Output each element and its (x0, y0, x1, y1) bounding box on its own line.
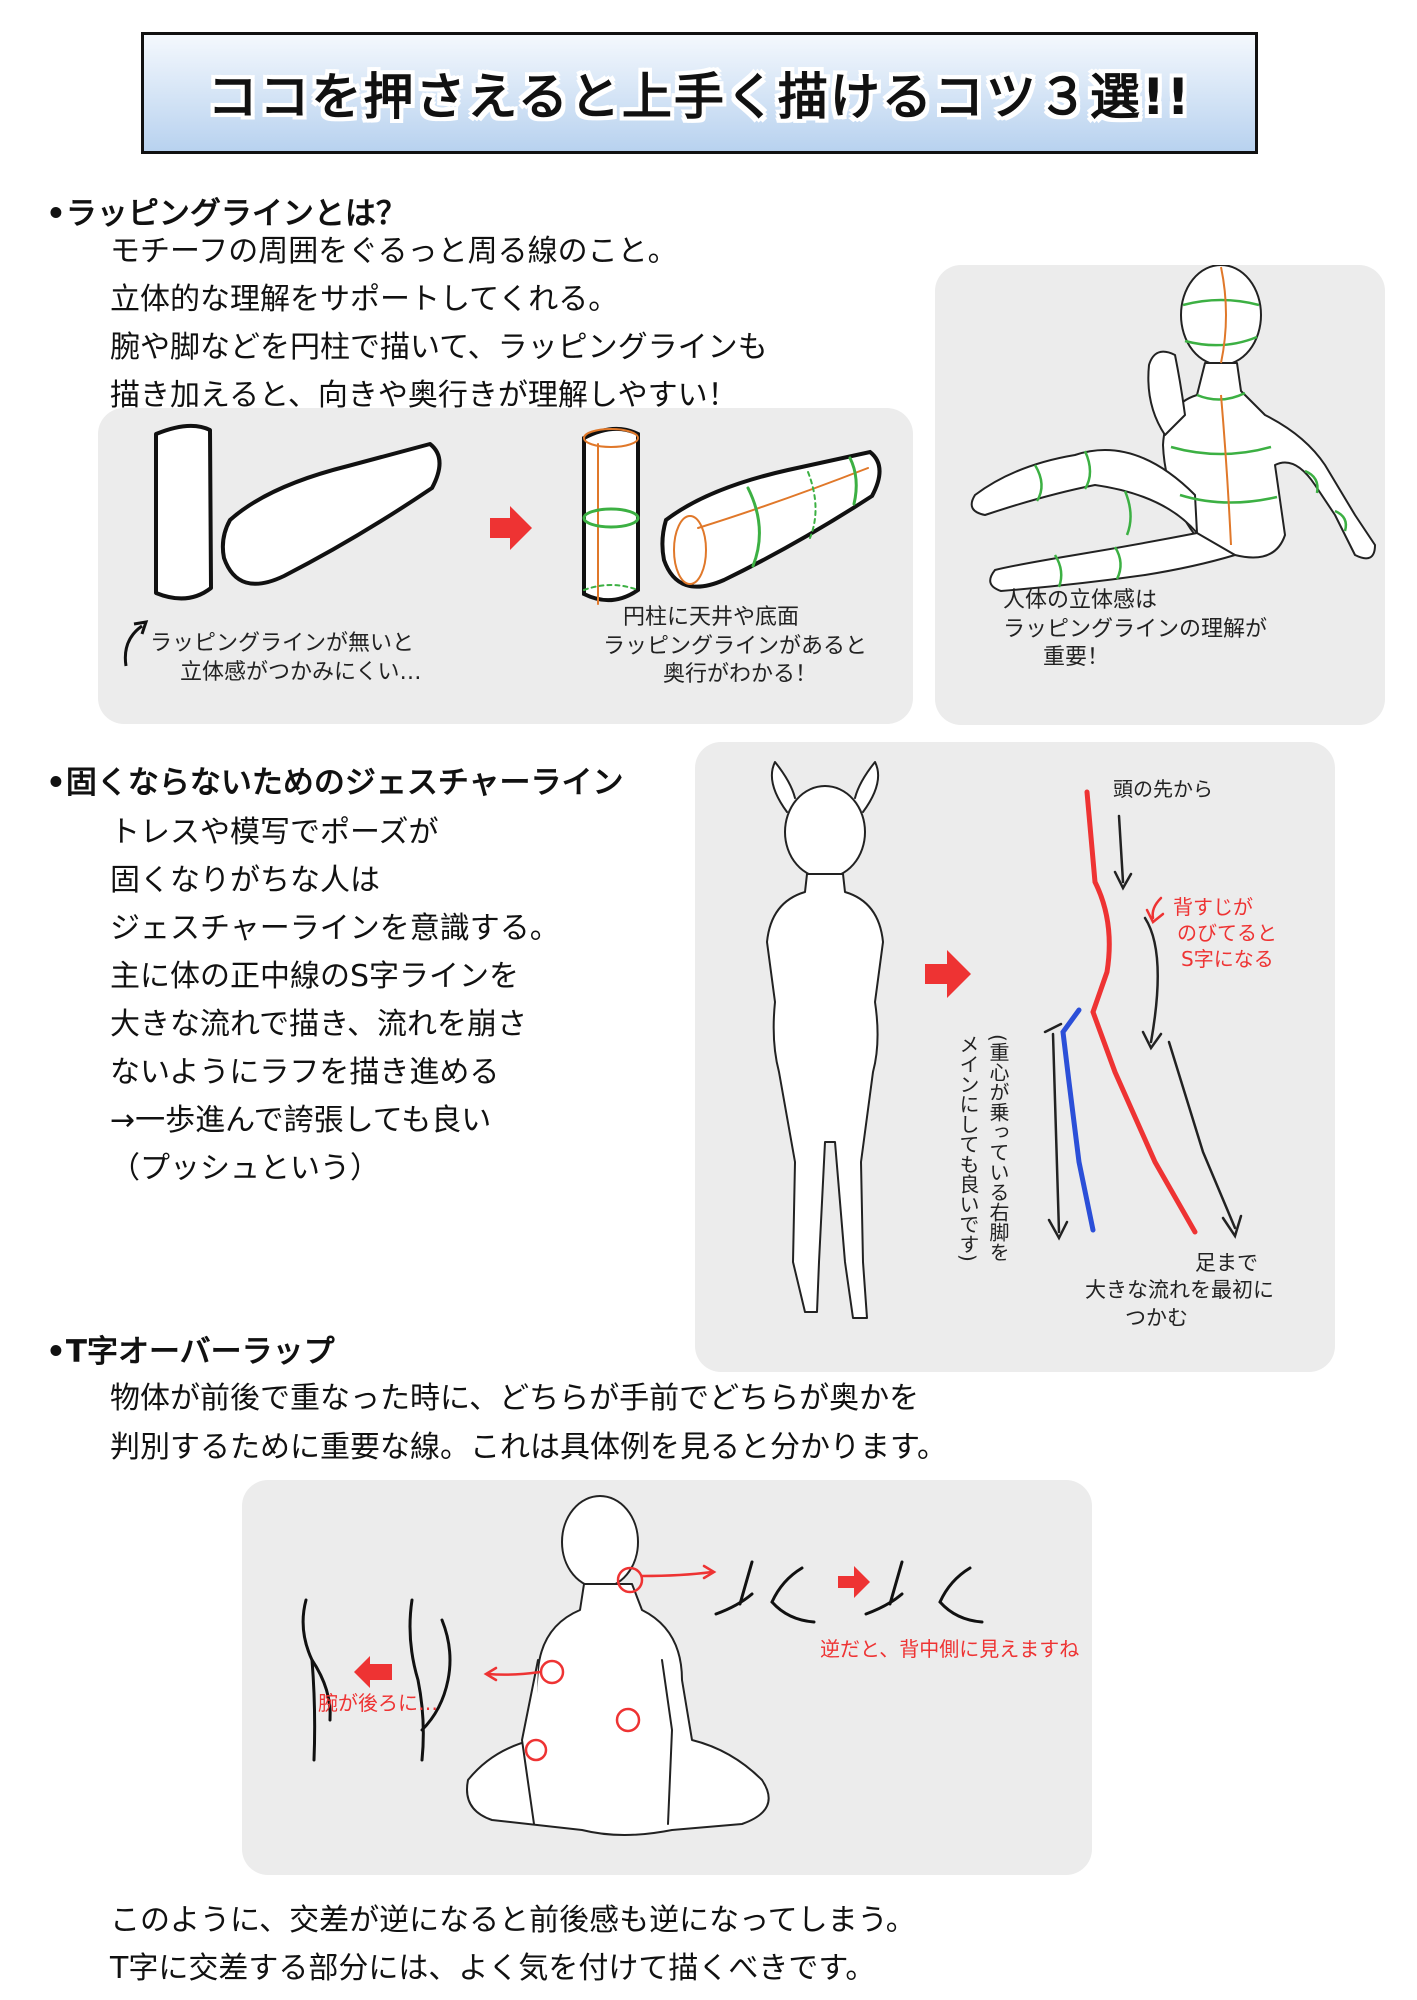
note-reversed: 逆だと、背中側に見えますね (820, 1637, 1080, 1661)
arrow-right-icon (838, 1566, 870, 1598)
gesture-line-panel: 頭の先から 背すじが のびてると S字になる (重心が乗っている右脚を メインに… (695, 742, 1335, 1372)
cylinder-illustration-panel: ラッピングラインが無いと 立体感がつかみにくい… 円柱に天井や底面 ラッピングラ… (98, 408, 913, 724)
page-title: ココを押さえると上手く描けるコツ３選!! (207, 68, 1192, 126)
arrow-left-icon (354, 1656, 392, 1688)
note-s-curve: 背すじが のびてると S字になる (1173, 895, 1277, 971)
section1-line-4: 描き加えると、向きや奥行きが理解しやすい！ (110, 378, 738, 413)
section2-line-2: 固くなりがちな人は (110, 863, 380, 898)
note-figure-wrap: 人体の立体感は ラッピングラインの理解が 重要！ (1003, 588, 1268, 671)
section3-footer-2: T字に交差する部分には、よく気を付けて描くべきです。 (110, 1951, 876, 1986)
section2-line-8: （プッシュという） (110, 1151, 380, 1186)
gesture-drawing (766, 761, 1243, 1319)
section1-heading: •ラッピングラインとは？ (46, 196, 407, 232)
note-head-start: 頭の先から (1113, 777, 1213, 801)
curved-pointer-icon (123, 624, 143, 667)
section2-heading: •固くならないためのジェスチャーライン (46, 765, 624, 801)
note-weight-leg: (重心が乗っている右脚を メインにしても良いです) (956, 1034, 1010, 1262)
section3-heading: •T字オーバーラップ (46, 1334, 335, 1370)
seated-figure-panel: 人体の立体感は ラッピングラインの理解が 重要！ (935, 265, 1385, 725)
note-no-wrap: ラッピングラインが無いと 立体感がつかみにくい… (150, 631, 422, 685)
plain-cylinder-upright (154, 423, 213, 601)
wrapped-cylinder-upright (582, 426, 640, 605)
section3-line-2: 判別するために重要な線。これは具体例を見ると分かります。 (110, 1430, 947, 1465)
section2-line-1: トレスや模写でポーズが (110, 815, 439, 850)
gesture-line-blue (1060, 1007, 1096, 1233)
section2-line-4: 主に体の正中線のS字ラインを (110, 959, 520, 994)
t-overlap-panel: 腕が後ろに… 逆だと、背中側に見えますね (242, 1480, 1092, 1875)
note-arm-behind: 腕が後ろに… (318, 1691, 438, 1715)
section1-line-3: 腕や脚などを円柱で描いて、ラッピングラインも (110, 330, 768, 365)
figure-raised-leg (970, 449, 1198, 534)
t-lines-right (714, 1560, 984, 1624)
title-banner: ココを押さえると上手く描けるコツ３選!! (141, 32, 1258, 154)
arrow-right-icon (490, 506, 532, 550)
overlap-circle-neck (616, 1566, 644, 1594)
gesture-line-red (1084, 789, 1198, 1235)
cylinder-drawings (123, 423, 882, 667)
figure-head (1180, 265, 1262, 366)
section2-line-6: ないようにラフを描き進める (110, 1055, 500, 1090)
note-foot-flow: 足まで 大きな流れを最初に つかむ (1085, 1251, 1274, 1330)
figure-torso (1162, 362, 1376, 560)
overlap-circle-arm (524, 1738, 548, 1762)
guide-arrow-head (1117, 814, 1125, 884)
plain-cylinder-lying (220, 442, 442, 586)
guide-arrow-leg (1051, 1032, 1061, 1234)
figure-lower-leg (989, 532, 1236, 592)
wrapped-cylinder-lying (660, 449, 882, 589)
section2-line-3: ジェスチャーラインを意識する。 (110, 911, 560, 946)
section1-line-2: 立体的な理解をサポートしてくれる。 (110, 282, 619, 317)
section2-line-5: 大きな流れで描き、流れを崩さ (110, 1007, 527, 1042)
section1-line-1: モチーフの周囲をぐるっと周る線のこと。 (110, 234, 678, 269)
arrow-right-icon (925, 950, 971, 998)
section2-line-7: →一歩進んで誇張しても良い (110, 1103, 492, 1138)
overlap-circle-chest (615, 1707, 641, 1733)
sitting-figure (466, 1495, 770, 1836)
standing-figure (766, 761, 884, 1319)
t-overlap-drawing (301, 1495, 984, 1836)
section3-footer-1: このように、交差が逆になると前後感も逆になってしまう。 (110, 1903, 916, 1938)
guide-arrow-foot (1167, 1040, 1237, 1230)
figure-arm-raised (1147, 350, 1186, 436)
guide-arrow-back (1143, 916, 1159, 1044)
section3-line-1: 物体が前後で重なった時に、どちらが手前でどちらが奥かを (110, 1381, 920, 1416)
note-with-wrap: 円柱に天井や底面 ラッピングラインがあると 奥行がわかる！ (603, 605, 868, 688)
seated-figure-drawing (970, 265, 1376, 592)
t-lines-left (301, 1598, 452, 1762)
